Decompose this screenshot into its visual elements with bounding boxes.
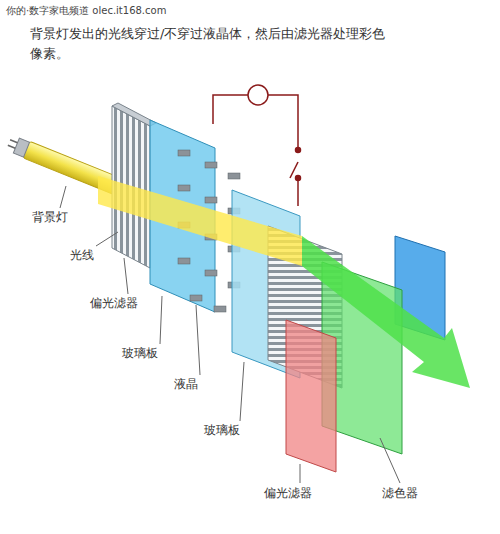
part-label: 液晶 [174,377,198,393]
part-label: 偏光滤器 [264,486,312,502]
part-label: 滤色器 [382,486,418,502]
part-label: 偏光滤器 [90,296,138,312]
title: 背景灯发出的光线穿过/不穿过液晶体，然后由滤光器处理彩色像素。 [30,24,396,64]
red-filter [286,320,336,472]
part-label: 玻璃板 [122,346,158,362]
light-beam [98,176,302,266]
output-arrow [302,236,470,388]
watermark: 你的·数字家电频道 olec.it168.com [6,4,166,17]
part-label: 玻璃板 [204,423,240,439]
leader-line [60,186,400,483]
part-label: 背景灯 [32,210,68,226]
circuit-wire [213,85,301,206]
part-label: 光线 [70,248,94,264]
